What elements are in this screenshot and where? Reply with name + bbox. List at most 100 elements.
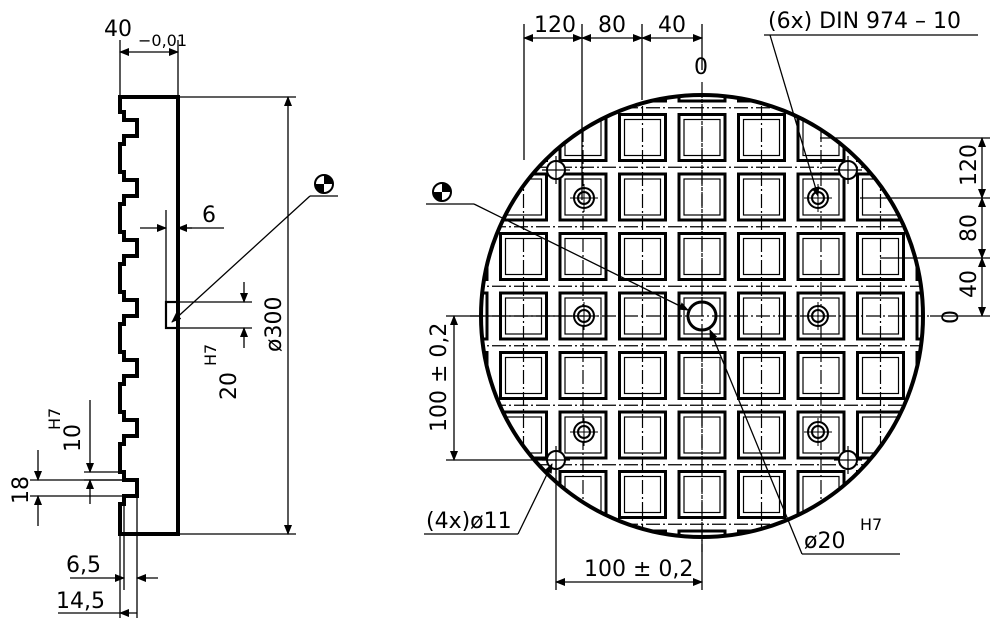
grid-block-inner	[387, 477, 423, 513]
grid-block	[382, 0, 428, 42]
grid-block-inner	[387, 120, 423, 156]
grid-block-inner	[387, 179, 423, 215]
grid-block-inner	[564, 95, 602, 97]
grid-block-inner	[387, 536, 423, 572]
grid-block-inner	[504, 535, 543, 537]
grid-block	[977, 591, 1000, 631]
grid-block	[796, 95, 846, 103]
grid-block-inner	[921, 416, 923, 454]
grid-block	[798, 591, 844, 631]
hole-callout: (4x)ø11	[426, 509, 512, 534]
dim-vertical-spacing: 100 ± 0,2	[427, 323, 452, 432]
grid-block	[915, 351, 923, 400]
plate-profile	[118, 95, 180, 536]
dim-diameter: ø300	[262, 297, 287, 352]
grid-block-inner	[625, 596, 661, 631]
dim-thickness: 40	[104, 17, 132, 42]
threaded-hole	[570, 184, 598, 212]
grid-block	[915, 95, 923, 103]
center-bore-callout: ø20	[804, 529, 845, 554]
dim-slot-inner: 6,5	[66, 553, 101, 578]
thread-callout: (6x) DIN 974 – 10	[768, 9, 961, 34]
grid-block-inner	[742, 95, 781, 97]
grid-block-inner	[982, 1, 1000, 37]
grid-block	[917, 591, 963, 631]
zero-right: 0	[939, 310, 964, 324]
grid-block	[441, 591, 487, 631]
dim-h-80: 80	[598, 13, 626, 38]
dim-thickness-tol: −0,01	[138, 31, 187, 50]
grid-block-inner	[387, 358, 423, 394]
grid-block-inner	[387, 1, 423, 37]
grid-block-inner	[982, 358, 1000, 394]
grid-block-inner	[921, 356, 923, 395]
grid-block	[737, 529, 786, 537]
grid-block	[382, 115, 428, 161]
grid-block	[382, 293, 428, 339]
grid-block-inner	[481, 178, 483, 216]
side-view: 40 −0,01 ø300 6 20 H7 10 H	[9, 17, 338, 618]
grid-block-inner	[481, 95, 483, 97]
grid-block-inner	[565, 596, 601, 631]
grid-block	[382, 174, 428, 220]
grid-block-inner	[481, 475, 483, 514]
grid-block-inner	[481, 118, 483, 157]
mounting-hole	[834, 446, 862, 474]
top-view: 120 80 40 0 (6x) DIN 974 – 10 120 80 40 …	[382, 0, 1000, 631]
grid-block-inner	[982, 596, 1000, 631]
grid-block	[915, 470, 923, 519]
grid-block	[382, 531, 428, 577]
threaded-hole	[804, 418, 832, 446]
grid-block	[481, 529, 489, 537]
grid-block-inner	[803, 596, 839, 631]
grid-block-inner	[921, 237, 923, 276]
grid-block	[382, 591, 428, 631]
grid-block-inner	[982, 239, 1000, 275]
grid-block-inner	[921, 178, 923, 216]
grid-block	[679, 591, 725, 631]
grid-block	[858, 591, 904, 631]
datum-symbol-side	[314, 174, 334, 194]
grid-block	[915, 529, 923, 537]
grid-block-inner	[744, 596, 780, 631]
grid-block	[382, 353, 428, 399]
grid-block-inner	[861, 475, 900, 514]
mounting-hole	[834, 156, 862, 184]
grid-block	[481, 232, 489, 281]
dim-v-80: 80	[957, 214, 982, 242]
threaded-holes	[570, 184, 832, 446]
grid-block-inner	[982, 417, 1000, 453]
mounting-holes	[542, 156, 862, 474]
grid-block-inner	[802, 95, 840, 97]
mounting-hole	[542, 156, 570, 184]
dim-center-hole-fit: H7	[201, 344, 220, 366]
grid-block	[977, 353, 1000, 399]
dim-slot-depth: 6	[202, 203, 216, 228]
grid-block	[481, 113, 489, 162]
grid-block	[856, 470, 905, 519]
grid-block-inner	[982, 536, 1000, 572]
grid-block-inner	[387, 239, 423, 275]
grid-block-inner	[387, 596, 423, 631]
grid-block	[977, 55, 1000, 101]
grid-block-inner	[387, 298, 423, 334]
grid-block	[977, 412, 1000, 458]
dim-h-120: 120	[534, 13, 576, 38]
grid-block-inner	[387, 60, 423, 96]
dim-slot-pitch: 18	[9, 476, 34, 504]
dim-v-120: 120	[957, 144, 982, 186]
dim-center-hole: 20	[217, 372, 242, 400]
grid-block-inner	[481, 535, 483, 537]
grid-block	[977, 472, 1000, 518]
grid-block-inner	[446, 596, 482, 631]
datum-symbol-top	[432, 182, 452, 202]
grid-block-inner	[921, 95, 923, 97]
grid-block-inner	[481, 237, 483, 276]
grid-block-inner	[684, 596, 720, 631]
dim-slot-width: 10	[61, 424, 86, 452]
grid-block	[620, 591, 666, 631]
grid-block	[481, 95, 489, 103]
grid-block-inner	[982, 60, 1000, 96]
dim-v-40: 40	[957, 270, 982, 298]
